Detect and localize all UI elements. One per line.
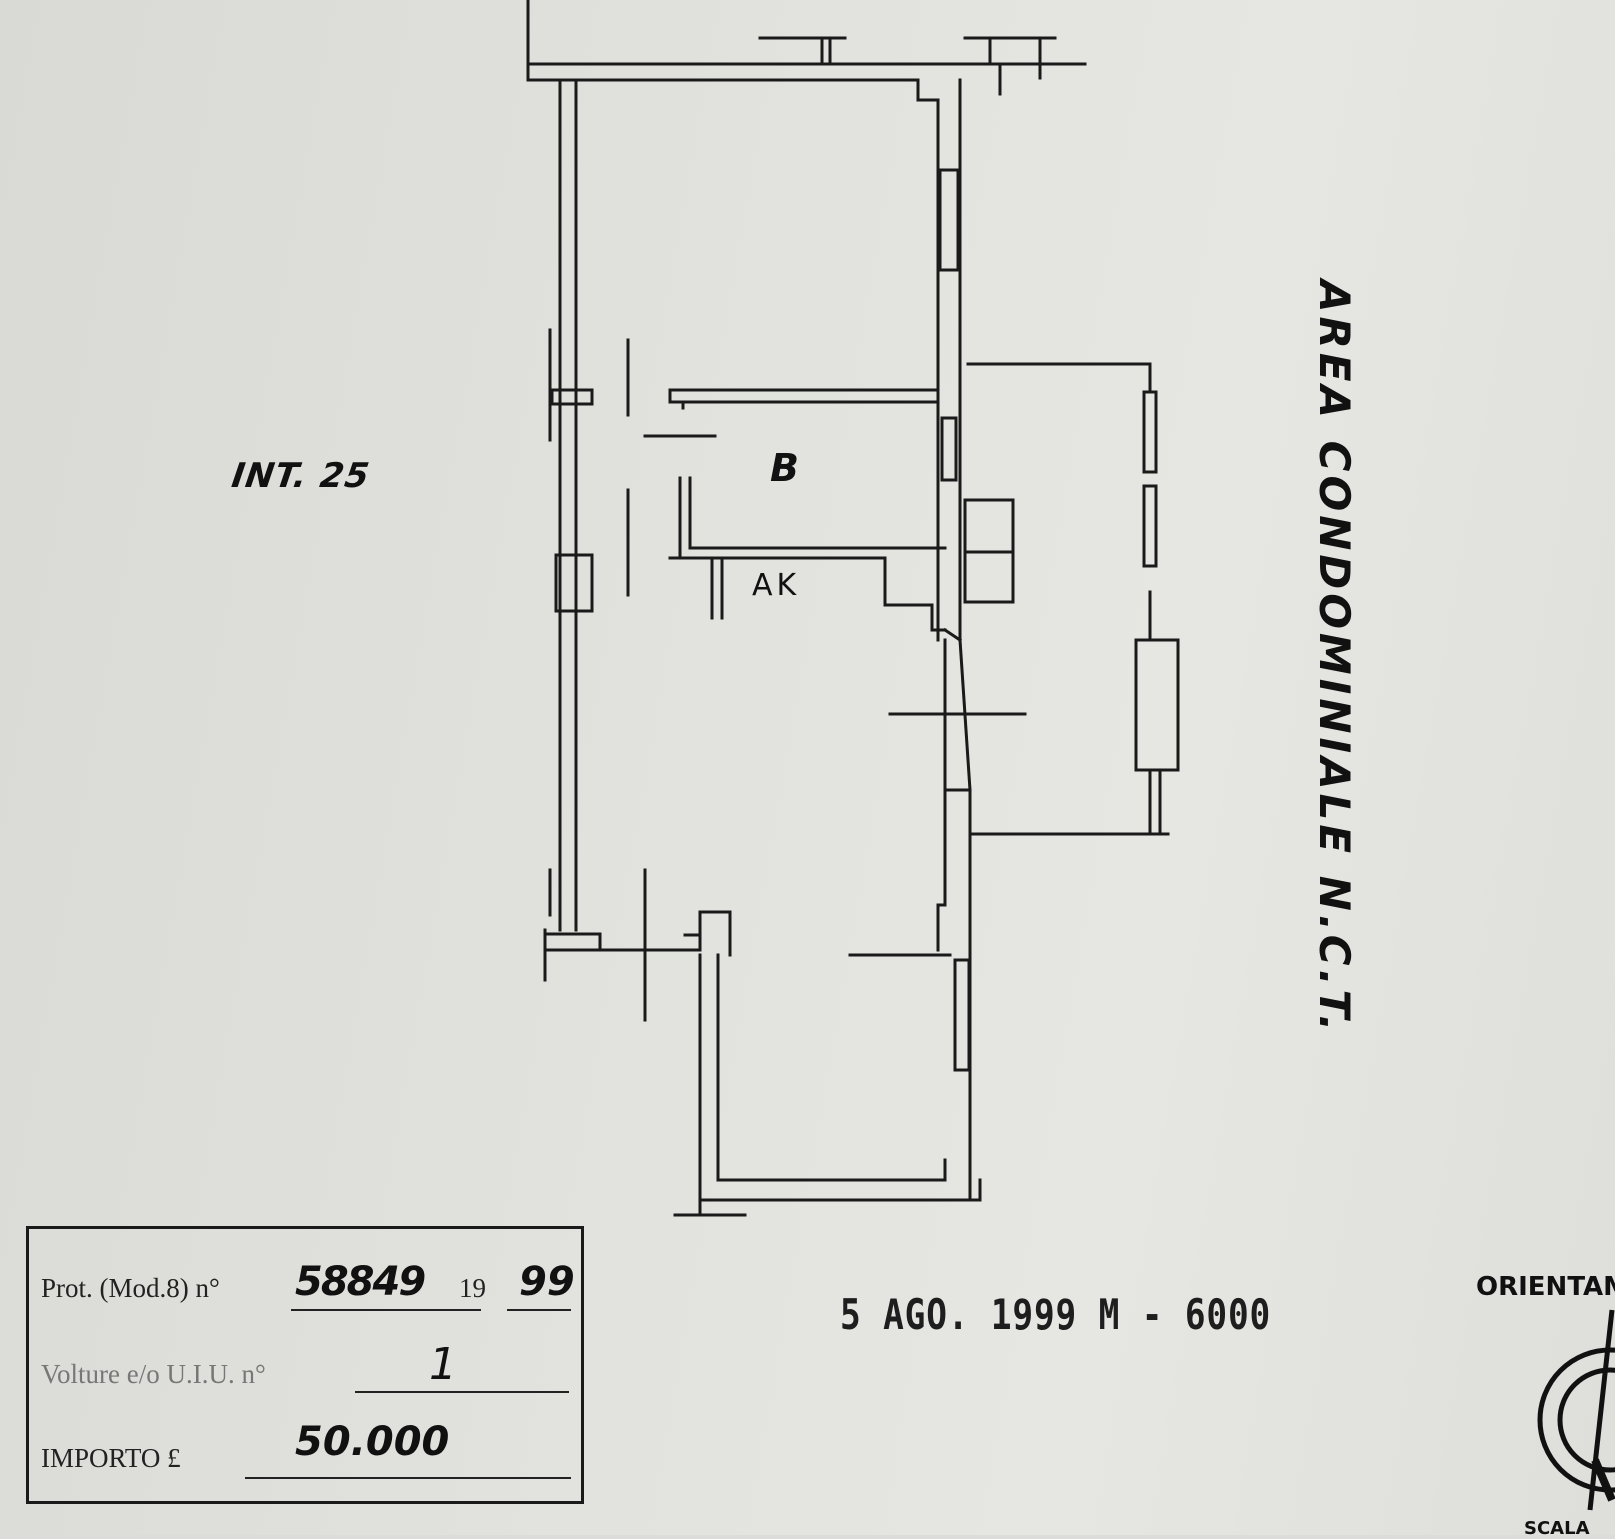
window-lower (953, 958, 971, 1072)
unit-label: INT. 25 (229, 456, 373, 496)
volture-label: Volture e/o U.I.U. n° (41, 1359, 266, 1389)
volture-underline (355, 1391, 569, 1393)
importo-value: 50.000 (295, 1419, 450, 1465)
importo-underline (245, 1477, 571, 1479)
room-label-ak: AK (752, 568, 801, 603)
date-stamp: 5 AGO. 1999 M - 6000 (840, 1290, 1272, 1339)
prot-year: 99 (519, 1259, 575, 1305)
common-area-label: AREA CONDOMINIALE N.C.T. (1310, 280, 1359, 1036)
year-underline (507, 1309, 571, 1311)
volture-count: 1 (429, 1339, 457, 1390)
prot-underline (291, 1309, 481, 1311)
compass-icon (1537, 1309, 1615, 1511)
room-label-b: B (770, 446, 799, 490)
scale-label: SCALA (1524, 1518, 1590, 1539)
prot-label: Prot. (Mod.8) n° (41, 1273, 220, 1303)
importo-label: IMPORTO £ (41, 1443, 181, 1473)
balcony-window (1134, 638, 1180, 772)
window-room-b (940, 416, 958, 482)
window-upper (938, 168, 960, 272)
orientation-label: ORIENTAM (1476, 1272, 1615, 1302)
year-prefix: 19 (459, 1273, 486, 1303)
protocol-stamp-box: Prot. (Mod.8) n° 58849 19 99 Volture e/o… (26, 1226, 584, 1504)
prot-number: 58849 (295, 1259, 426, 1305)
